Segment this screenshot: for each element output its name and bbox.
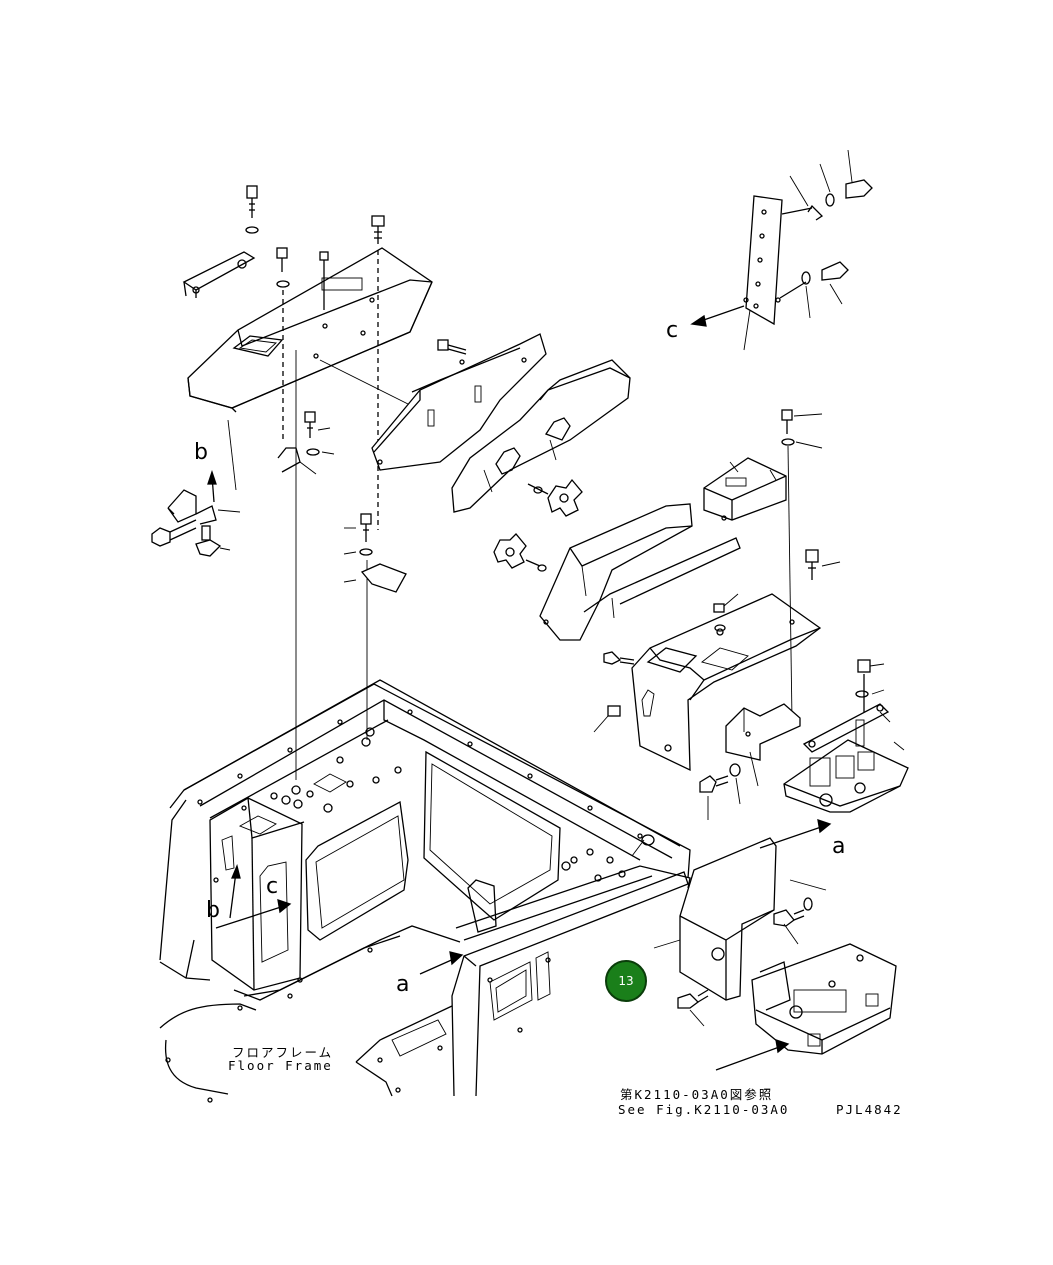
callout-b-upper: b [194,440,208,465]
lower-right-bolts [699,763,741,820]
arrows [207,305,832,1071]
callout-c-frame: c [266,874,279,899]
cover-bracket-left [182,251,256,298]
lower-right-bracket [725,703,801,787]
callout-a-frame: a [396,972,410,997]
floor-frame-label-jp: フロアフレーム [232,1045,334,1060]
switch-box-bolts [769,409,823,721]
switch-panel [783,659,909,813]
mid-bolts-center [343,513,407,593]
part-number-badge-label: 13 [618,974,634,988]
lower-cover-plate [653,837,827,1001]
knob-lower [493,533,547,572]
control-box [751,943,897,1055]
top-bolts [245,185,385,310]
callout-a-right: a [832,834,846,859]
console-base [631,593,822,772]
clip-b-upper [167,489,241,525]
right-column-bolt [805,549,841,580]
lower-cover-bolts [677,897,813,1027]
bracket-bolt [437,339,467,355]
floor-frame [159,679,691,1103]
armrest-pad [539,503,741,641]
mid-bolts-left [277,411,335,475]
upper-console-cover [187,247,433,413]
center-arm-bracket [371,333,547,471]
switch-box [703,457,787,521]
plate-c [743,195,783,351]
see-fig-label-jp: 第K2110-03A0図参照 [620,1087,774,1102]
part-number-badge[interactable]: 13 [605,960,647,1002]
see-fig-label-en: See Fig.K2110-03A0 [618,1102,790,1117]
drawing-code: PJL4842 [836,1102,903,1117]
bolt-left-2 [195,525,231,557]
armrest-support-upper [451,359,631,513]
callout-c-upper: c [666,318,679,343]
callout-b-frame: b [206,898,220,923]
bolt-left-1 [151,519,197,547]
console-base-bolts [593,593,739,857]
adjust-knob-upper [527,478,583,517]
floor-frame-label-en: Floor Frame [228,1058,333,1073]
plate-c-bolts [779,149,873,319]
